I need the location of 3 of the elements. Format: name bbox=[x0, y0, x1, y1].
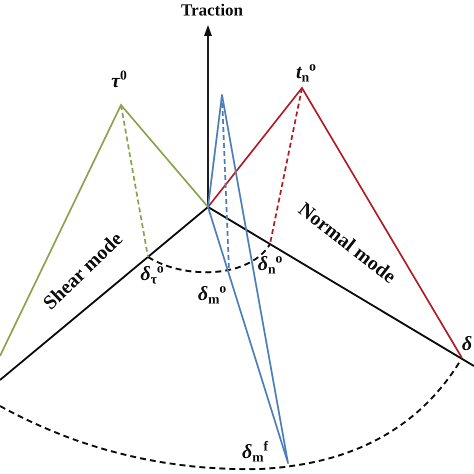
peak-traction-label: τ$^{0}$ bbox=[111, 71, 127, 91]
axis-label: Traction bbox=[181, 2, 243, 18]
displacement-label: δ bbox=[462, 334, 472, 354]
